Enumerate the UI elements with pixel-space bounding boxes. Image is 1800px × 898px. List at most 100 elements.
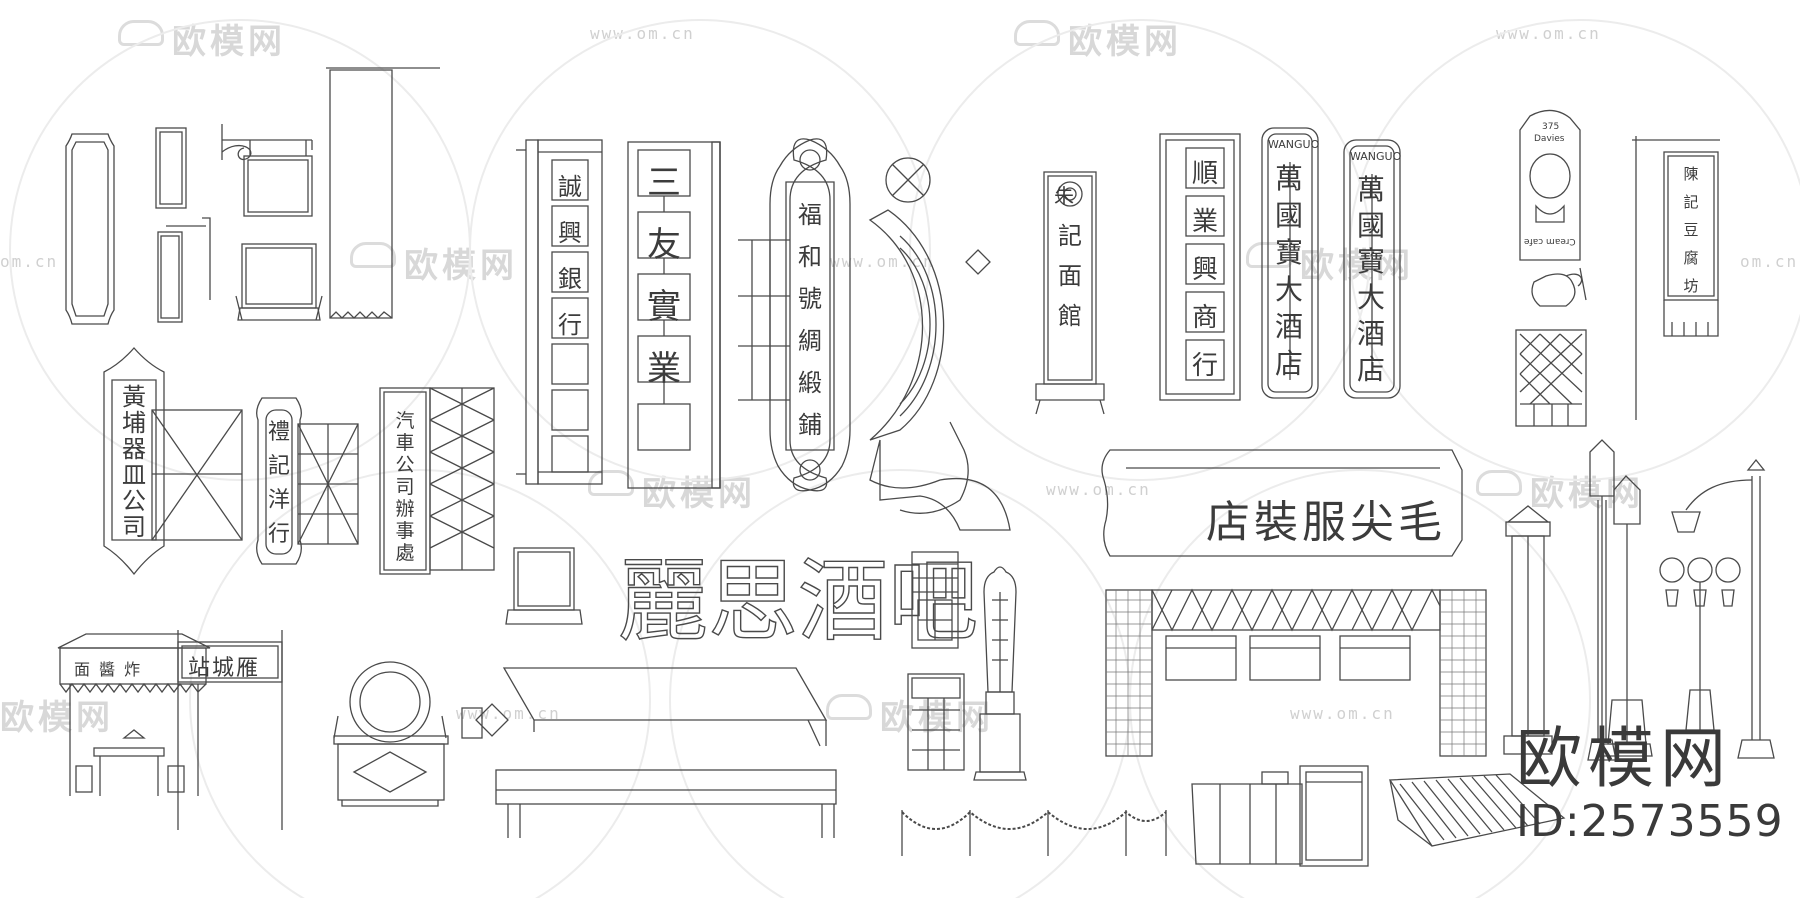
watermark-circles [9,19,1800,898]
watermark-url: www.om.cn [1496,24,1601,43]
sign-chen-text: 陳 記 豆 腐 坊 [1676,160,1706,300]
street-lamp-double [1601,475,1653,757]
watermark-brand: 欧模网 [404,246,518,286]
sign-davies-text: Davies [1534,134,1565,144]
vertical-sign-shunshang [1159,133,1241,401]
sign-char: 陳 [1683,165,1699,183]
stand-sign-center [505,547,583,625]
sign-char: 司 [122,513,146,541]
sign-cream-cafe-text: Cream cafe [1524,236,1576,246]
watermark-url: om.cn [0,252,59,271]
long-bench-bottom [495,769,837,838]
sign-char: 友 [647,225,681,265]
sign-liji-text: 禮 記 洋 行 [266,416,292,552]
watermark-logo-icon [826,694,872,720]
sign-char: 記 [1683,193,1699,211]
lantern-pillar [1503,505,1553,755]
sign-char: 禮 [267,420,290,445]
vertical-sign-wanguo-b [1343,139,1401,399]
ornate-round-sign [333,661,449,807]
sign-char: 酒 [1356,317,1385,350]
sign-fuhe-text: 福 和 號 綢 緞 鋪 [794,194,826,446]
sign-375-text: 375 [1542,122,1560,132]
food-stall [57,633,211,796]
sign-char: 酒 [1274,310,1303,343]
gate-sign-chejun [177,630,283,830]
sign-char: 綢 [798,327,822,355]
sign-wanguo-a-en: WANGUO [1268,138,1320,151]
sign-char: 順 [1191,159,1218,189]
sign-char: 坊 [1683,277,1699,295]
sign-char: 國 [1274,199,1303,232]
sign-char: 汽 [395,410,415,432]
brand-stamp-name: 欧模网 [1516,720,1732,797]
sign-sanyou-text: 三 友 實 業 [640,152,688,400]
long-bench-top [502,667,828,747]
small-diamond-sign [461,703,509,739]
rolled-banner-maojian [1101,449,1463,557]
counter-kiosk [1191,765,1369,867]
sign-char: 和 [798,243,822,271]
sign-char: 處 [395,542,415,564]
flag-sign-chen [1632,136,1720,420]
sign-char: 司 [395,476,415,498]
watermark-logo-icon [588,470,634,496]
sign-char: 腐 [1683,249,1699,267]
sign-char: 興 [1191,255,1218,285]
watermark-url: om.cn [1740,252,1799,271]
sign-char: 寶 [1356,245,1385,278]
sign-zhuji-top-char: 朱 [1054,184,1074,208]
street-lamp-arm [1671,458,1775,759]
vertical-sign-zhuji [1035,171,1105,415]
sign-maojian-text: 店裝服尖毛 [1206,497,1446,548]
sign-zhuji-text: 記 面 館 [1052,216,1088,336]
street-lamp-cluster [1659,557,1741,731]
sign-huangpu-text: 黃 埔 器 皿 公 司 [118,384,150,540]
sign-char: 豆 [1683,221,1699,239]
rope-barrier [901,810,1167,856]
curved-sign-ai [868,157,1011,531]
vertical-sign-sanyou [627,141,721,489]
sign-char: 洋 [267,488,290,513]
sign-char: 三 [647,163,681,203]
stall-awning-text: 面 醬 炸 [74,660,143,679]
storefront-lattice [1105,588,1487,757]
sign-char: 緞 [798,369,822,397]
brand-stamp-id: ID:2573559 [1516,796,1784,847]
vertical-sign-chengxing [516,139,603,485]
vertical-sign-wanguo-a [1261,127,1319,399]
sign-char: 辦 [395,498,415,520]
vertical-sign-qiche [379,387,495,575]
bracket-vertical-sign [157,217,211,323]
sign-char: 寶 [1274,236,1303,269]
sign-char: 記 [267,454,290,479]
sign-wanguo-a-text: 萬 國 寶 大 酒 店 [1272,160,1306,382]
watermark-url: www.om.cn [830,252,935,271]
sign-char: 面 [1058,262,1082,290]
sign-char: 鋪 [798,411,822,439]
watermark-brand: 欧模网 [172,22,286,62]
sign-char: 大 [1356,281,1385,314]
watermark-url: www.om.cn [1046,480,1151,499]
cafe-hanging-sign [1515,109,1587,427]
sign-wanguo-b-text: 萬 國 寶 大 酒 店 [1354,172,1388,388]
sign-wanguo-b-en: WANGUO [1350,150,1402,163]
hanging-banner [326,67,440,319]
sign-char: 國 [1356,209,1385,242]
sign-char: 萬 [1274,162,1303,195]
sign-char: 商 [1191,303,1218,333]
tall-pillar-lamp [973,566,1027,781]
sign-char: 公 [395,454,415,476]
watermark-url: www.om.cn [1290,704,1395,723]
sign-char: 行 [1191,351,1218,381]
watermark-brand: 欧模网 [1068,22,1182,62]
sign-chejun-text: 站城雁 [188,656,261,681]
sign-char: 皿 [122,461,146,489]
sign-char: 記 [1058,222,1082,250]
sign-char: 埔 [122,409,146,437]
sign-char: 萬 [1356,173,1385,206]
tiled-roof [1388,773,1566,847]
menu-board-stand [907,673,965,771]
